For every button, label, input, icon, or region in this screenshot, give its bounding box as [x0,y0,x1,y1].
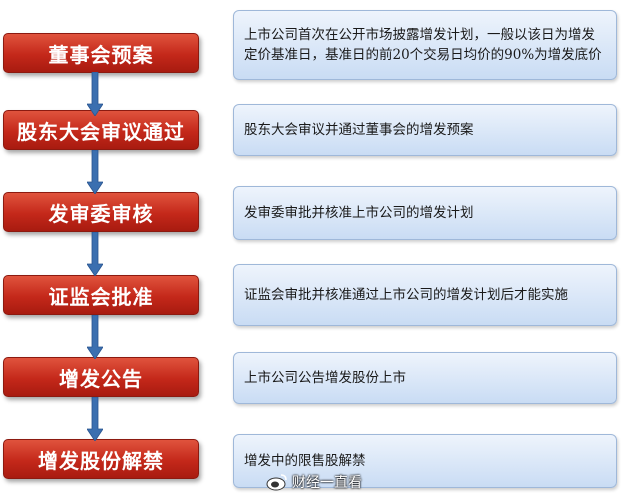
step-label: 董事会预案 [48,42,154,67]
weibo-logo-icon [266,474,287,491]
desc-text: 证监会审批并核准通过上市公司的增发计划后才能实施 [244,287,568,303]
desc-shareholder-approval: 股东大会审议并通过董事会的增发预案 [233,104,617,156]
desc-text: 上市公司公告增发股份上市 [244,370,406,386]
desc-announcement: 上市公司公告增发股份上市 [233,352,617,404]
desc-board-proposal: 上市公司首次在公开市场披露增发计划，一般以该日为增发定价基准日，基准日的前20个… [233,10,617,80]
down-arrow-icon [87,232,103,276]
step-unlock: 增发股份解禁 [3,439,199,479]
down-arrow-icon [87,315,103,359]
step-label: 股东大会审议通过 [17,119,185,144]
desc-review-committee: 发审委审批并核准上市公司的增发计划 [233,186,617,240]
down-arrow-icon [87,397,103,441]
desc-text: 股东大会审议并通过董事会的增发预案 [244,122,474,138]
down-arrow-icon [87,72,103,116]
step-review-committee: 发审委审核 [3,192,199,232]
watermark: 财经一直看 [266,472,362,492]
step-label: 增发公告 [59,366,143,391]
desc-text: 发审委审批并核准上市公司的增发计划 [244,205,474,221]
down-arrow-icon [87,150,103,194]
desc-unlock: 增发中的限售股解禁 [233,434,617,488]
step-csrc-approval: 证监会批准 [3,275,199,315]
step-label: 证监会批准 [48,284,154,309]
desc-text: 增发中的限售股解禁 [244,453,366,469]
step-announcement: 增发公告 [3,357,199,397]
step-board-proposal: 董事会预案 [3,33,199,73]
desc-text: 上市公司首次在公开市场披露增发计划，一般以该日为增发定价基准日，基准日的前20个… [244,27,602,63]
desc-csrc-approval: 证监会审批并核准通过上市公司的增发计划后才能实施 [233,264,617,326]
step-shareholder-approval: 股东大会审议通过 [3,110,199,150]
step-label: 发审委审核 [48,201,154,226]
step-label: 增发股份解禁 [38,448,164,473]
watermark-text: 财经一直看 [292,475,362,491]
